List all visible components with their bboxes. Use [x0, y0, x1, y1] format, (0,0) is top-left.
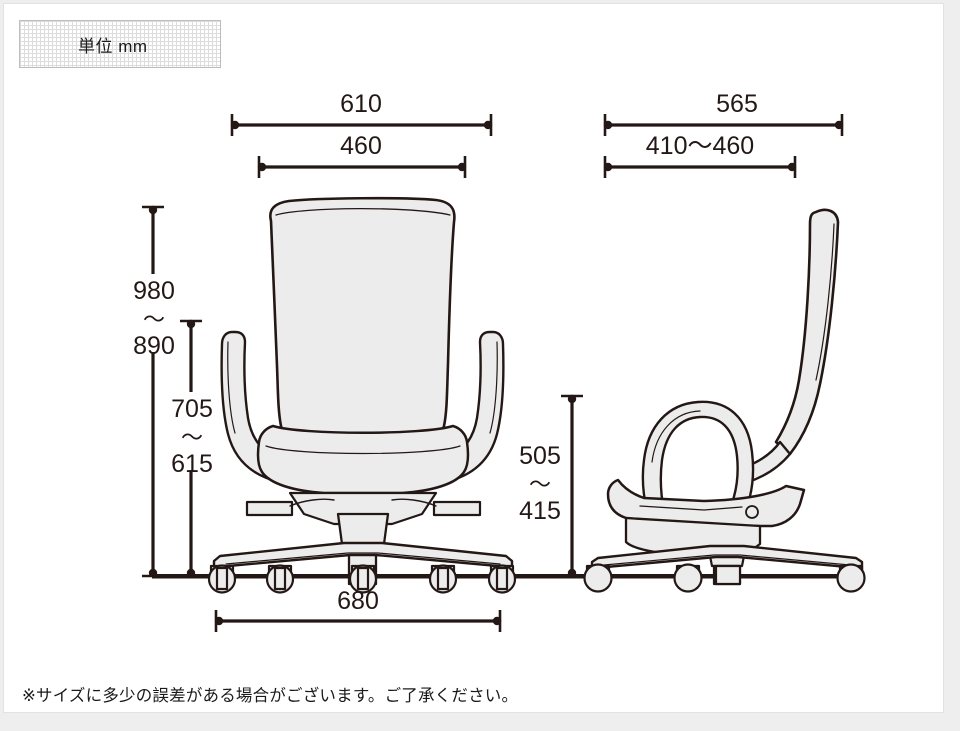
dim-615-label: 615 [171, 450, 213, 478]
base-star-side-seam [603, 554, 851, 566]
dim-410-460-dot-right [787, 162, 797, 172]
dim-505-415 [561, 394, 583, 578]
disclaimer-note: ※サイズに多少の誤差がある場合がございます。ご了承ください。 [22, 687, 519, 705]
casters-side-group [583, 563, 866, 593]
backrest-side-seam [815, 223, 835, 381]
dim-980-890-dot-bottom [148, 568, 158, 578]
dim-460 [257, 156, 467, 178]
dim-705-label: 705 [171, 395, 213, 423]
dim-505-415-dot-top [567, 394, 577, 404]
dim-505-415-wave: 〜 [529, 473, 551, 498]
backrest-front [269, 196, 456, 442]
front-view-chair [207, 196, 517, 594]
armrest-left-seam [227, 341, 236, 434]
center-column-foot-side [714, 564, 742, 586]
unit-badge: 単位 mm [19, 20, 221, 68]
dim-460-dot-left [257, 162, 267, 172]
dim-505-label: 505 [519, 442, 561, 470]
mechanism-detail-right [391, 498, 437, 507]
dim-460-dot-right [457, 162, 467, 172]
dim-705-615-dot-top [186, 319, 196, 329]
dim-705-615 [180, 319, 202, 578]
seat-side-seam [639, 505, 743, 511]
dim-610-label: 610 [340, 90, 382, 118]
dim-610-dot-right [483, 120, 493, 130]
base-star-seam [225, 552, 501, 565]
dim-565-label: 565 [716, 90, 758, 118]
dim-705-615-wave: 〜 [181, 426, 203, 451]
dim-565 [603, 114, 844, 136]
gas-lift-housing-front [336, 512, 390, 546]
dim-680 [214, 610, 502, 632]
dim-980-label: 980 [133, 277, 175, 305]
backrest-seam [275, 207, 451, 216]
dim-565-dot-left [603, 120, 613, 130]
dimension-drawing: 610 460 5 [4, 74, 945, 634]
dim-980-890-wave: 〜 [143, 308, 165, 333]
dim-705-615-dot-bottom [186, 568, 196, 578]
armrest-loop-seam [651, 410, 701, 463]
unit-label: 単位 mm [78, 36, 148, 56]
side-view-chair [583, 208, 866, 593]
tilt-knob-side [745, 505, 759, 519]
dim-505-415-dot-bottom [567, 568, 577, 578]
technical-drawing-svg: 610 460 5 [133, 90, 866, 632]
dim-410-460-label: 410〜460 [646, 132, 754, 160]
dim-680-dot-left [214, 616, 224, 626]
dim-890-label: 890 [133, 332, 175, 360]
dim-980-890-dot-top [148, 205, 158, 215]
seat-mechanism-front [288, 491, 438, 526]
backrest-side [774, 208, 840, 456]
dim-610 [230, 114, 493, 136]
white-page: 単位 mm [3, 3, 944, 713]
seat-pan-front [256, 424, 470, 495]
dim-460-label: 460 [340, 132, 382, 160]
dim-680-dot-right [492, 616, 502, 626]
height-lever-left [245, 500, 294, 517]
armrest-right-seam [489, 341, 498, 434]
dim-410-460-dot-left [603, 162, 613, 172]
mechanism-detail-left [289, 498, 335, 507]
dim-610-dot-left [230, 120, 240, 130]
casters-front-group [207, 564, 517, 594]
height-lever-right [432, 500, 482, 517]
dim-565-dot-right [834, 120, 844, 130]
dim-410-460 [603, 156, 797, 178]
dim-415-label: 415 [519, 497, 561, 525]
dim-980-890 [142, 205, 164, 578]
seat-pan-seam [265, 445, 461, 455]
dim-680-label: 680 [337, 587, 379, 615]
